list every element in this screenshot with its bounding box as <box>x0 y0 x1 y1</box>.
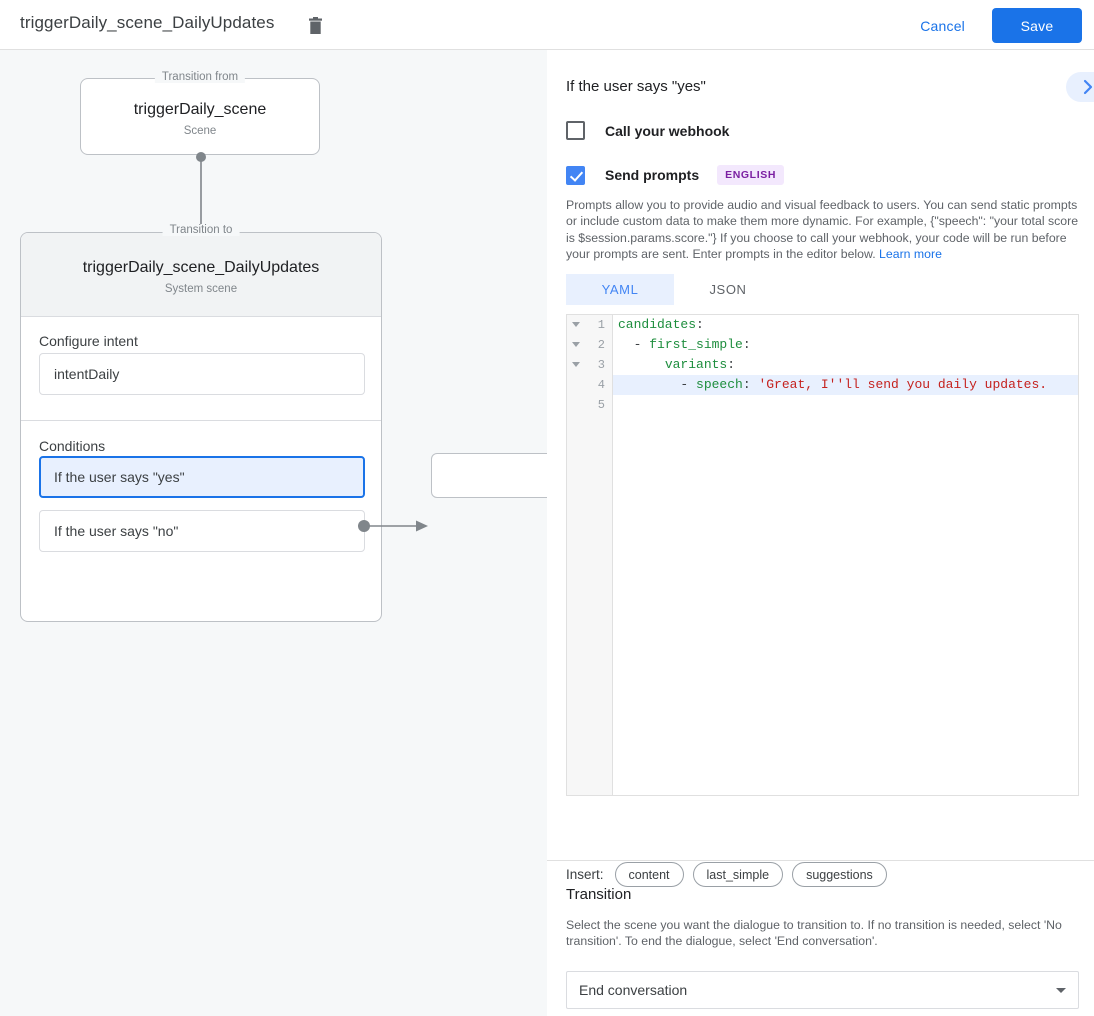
line-number: 4 <box>597 378 605 392</box>
panel-divider <box>547 860 1094 861</box>
send-prompts-row[interactable]: Send prompts ENGLISH <box>566 165 784 185</box>
line-number: 2 <box>597 338 605 352</box>
code-token: - <box>618 377 697 392</box>
transition-section-description: Select the scene you want the dialogue t… <box>566 918 1062 949</box>
gutter-line: 5 <box>567 395 612 415</box>
fold-triangle-icon[interactable] <box>572 342 580 347</box>
transition-to-legend: Transition to <box>162 224 240 236</box>
code-token: : <box>742 337 751 352</box>
editor-code-area[interactable]: candidates: - first_simple: variants: - … <box>613 315 1078 795</box>
gutter-line: 1 <box>567 315 612 335</box>
transition-to-subtitle: System scene <box>164 283 238 295</box>
insert-chip-suggestions[interactable]: suggestions <box>792 862 887 887</box>
line-number: 1 <box>597 318 605 332</box>
transition-to-header: triggerDaily_scene_DailyUpdates System s… <box>21 233 381 317</box>
code-token: first_simple <box>649 337 743 352</box>
chevron-right-icon[interactable] <box>1066 72 1094 102</box>
line-number: 5 <box>597 398 605 412</box>
transition-from-subtitle: Scene <box>183 125 217 137</box>
format-tabs[interactable]: YAML JSON <box>566 274 782 305</box>
condition-item-yes[interactable]: If the user says "yes" <box>39 456 365 498</box>
prompts-description-text: Prompts allow you to provide audio and v… <box>566 198 1079 262</box>
configure-intent-label: Configure intent <box>39 333 138 349</box>
gutter-line: 4 <box>567 375 612 395</box>
condition-detail-panel: If the user says "yes" Call your webhook… <box>547 50 1094 1016</box>
send-prompts-checkbox[interactable] <box>566 165 585 185</box>
tab-json[interactable]: JSON <box>709 282 747 297</box>
insert-chip-last-simple[interactable]: last_simple <box>692 862 784 887</box>
code-token <box>618 357 665 372</box>
panel-title: If the user says "yes" <box>566 78 706 95</box>
cancel-button[interactable]: Cancel <box>920 18 965 34</box>
code-token: variants <box>664 357 728 372</box>
target-node-card[interactable] <box>431 453 547 498</box>
transition-to-title: triggerDaily_scene_DailyUpdates <box>82 259 320 276</box>
code-token: speech <box>696 377 743 392</box>
code-line[interactable]: candidates: <box>613 315 1078 335</box>
code-token: : <box>727 357 736 372</box>
code-line[interactable]: - first_simple: <box>613 335 1078 355</box>
code-token: - <box>618 337 650 352</box>
fold-triangle-icon[interactable] <box>572 362 580 367</box>
gutter-line: 2 <box>567 335 612 355</box>
insert-row: Insert: content last_simple suggestions <box>566 862 896 887</box>
tab-yaml[interactable]: YAML <box>566 274 674 305</box>
learn-more-link[interactable]: Learn more <box>879 247 942 262</box>
webhook-checkbox-row[interactable]: Call your webhook <box>566 121 729 140</box>
code-token: : <box>696 317 704 332</box>
transition-to-card[interactable]: triggerDaily_scene_DailyUpdates System s… <box>20 232 382 622</box>
condition-item-no[interactable]: If the user says "no" <box>39 510 365 552</box>
transition-select-value: End conversation <box>579 982 688 998</box>
gutter-line: 3 <box>567 355 612 375</box>
connector-condition-to-node <box>358 520 428 532</box>
send-prompts-label: Send prompts <box>605 167 700 183</box>
code-line[interactable]: variants: <box>613 355 1078 375</box>
code-token: 'Great, I''ll send you daily updates. <box>758 377 1048 392</box>
editor-gutter: 1 2 3 4 5 <box>567 315 613 795</box>
line-number: 3 <box>597 358 605 372</box>
save-button[interactable]: Save <box>992 8 1082 43</box>
insert-chip-content[interactable]: content <box>614 862 684 887</box>
transition-section-title: Transition <box>566 886 632 903</box>
code-token: : <box>742 377 759 392</box>
transition-from-legend: Transition from <box>154 71 246 83</box>
call-webhook-label: Call your webhook <box>605 122 730 139</box>
code-line[interactable]: - speech: 'Great, I''ll send you daily u… <box>613 375 1078 395</box>
chevron-down-icon <box>1056 987 1066 993</box>
transition-select[interactable]: End conversation <box>566 971 1079 1009</box>
page-title: triggerDaily_scene_DailyUpdates <box>20 13 275 32</box>
call-webhook-checkbox[interactable] <box>566 121 585 140</box>
prompts-description: Prompts allow you to provide audio and v… <box>566 197 1079 263</box>
trash-icon[interactable] <box>302 13 328 38</box>
conditions-label: Conditions <box>39 438 106 454</box>
prompt-code-editor[interactable]: 1 2 3 4 5 candidates: - first_simple: varian… <box>566 314 1079 796</box>
scene-graph-canvas[interactable]: Transition from triggerDaily_scene Scene… <box>0 50 547 1016</box>
fold-triangle-icon[interactable] <box>572 322 580 327</box>
code-line[interactable] <box>613 395 1078 415</box>
insert-label: Insert: <box>566 867 604 882</box>
top-bar: triggerDaily_scene_DailyUpdates Cancel S… <box>0 0 1094 50</box>
code-token: candidates <box>618 317 697 332</box>
transition-from-card[interactable]: Transition from triggerDaily_scene Scene <box>80 71 320 155</box>
conditions-divider <box>21 420 381 421</box>
language-badge: ENGLISH <box>717 165 784 185</box>
intent-value-field[interactable]: intentDaily <box>39 353 365 395</box>
transition-from-title: triggerDaily_scene <box>133 101 267 118</box>
